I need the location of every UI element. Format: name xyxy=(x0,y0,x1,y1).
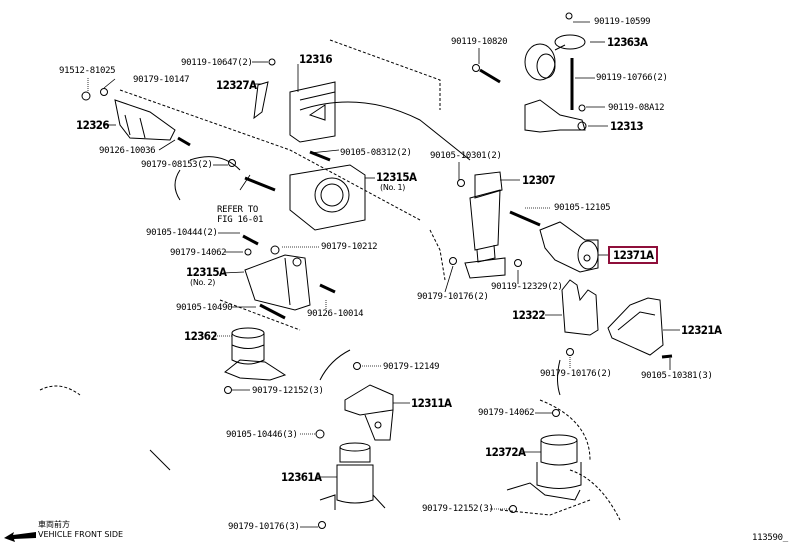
engine-outline xyxy=(39,39,621,521)
part-12307-drawing xyxy=(449,171,506,279)
leader-lines xyxy=(87,21,680,528)
part-label-12315A-no2[interactable]: 12315A xyxy=(186,265,227,279)
part-label-12326[interactable]: 12326 xyxy=(76,118,110,132)
refer-note-line1: REFER TO xyxy=(217,205,258,215)
part-label-12315A-no1[interactable]: 12315A xyxy=(376,170,417,184)
part-label-12313[interactable]: 12313 xyxy=(610,119,644,133)
part-label-12307[interactable]: 12307 xyxy=(522,173,556,187)
part-12311A-drawing xyxy=(315,362,394,441)
fastener-label[interactable]: 90179-10176(2) xyxy=(540,369,612,379)
part-12372A-drawing xyxy=(506,409,582,513)
part-label-12372A[interactable]: 12372A xyxy=(485,445,526,459)
fastener-label[interactable]: 90179-12149 xyxy=(383,362,440,372)
refer-note-line2: FIG 16-01 xyxy=(217,215,264,225)
fastener-label[interactable]: 90105-10381(3) xyxy=(641,371,713,381)
fastener-label[interactable]: 90179-10176(3) xyxy=(228,522,300,532)
part-12321A-drawing xyxy=(607,297,673,359)
part-12313-drawing xyxy=(524,99,587,133)
part-label-12311A[interactable]: 12311A xyxy=(411,396,452,410)
fastener-label[interactable]: 90126-10036 xyxy=(99,146,156,156)
part-label-12316[interactable]: 12316 xyxy=(299,52,333,66)
fastener-label[interactable]: 91512-81025 xyxy=(59,66,116,76)
vehicle-front-native-label: 車両前方 xyxy=(38,520,70,529)
part-12322-drawing xyxy=(561,279,599,356)
part-label-12321A[interactable]: 12321A xyxy=(681,323,722,337)
fastener-label[interactable]: 90179-14062 xyxy=(170,248,227,258)
part-sub-label-no1: (No. 1) xyxy=(380,183,406,192)
part-label-12363A[interactable]: 12363A xyxy=(607,35,648,49)
part-sub-label-no2: (No. 2) xyxy=(190,278,216,287)
fastener-label[interactable]: 90126-10014 xyxy=(307,309,364,319)
arrow-left-icon xyxy=(4,532,36,542)
fastener-label[interactable]: 90179-08153(2) xyxy=(141,160,213,170)
fastener-label[interactable]: 90179-12152(3) xyxy=(422,504,494,514)
fastener-label[interactable]: 90179-10212 xyxy=(321,242,378,252)
part-12363A-drawing xyxy=(472,12,586,110)
part-12316-drawing xyxy=(253,58,336,143)
part-12326-drawing xyxy=(81,88,191,147)
part-label-12371A-highlighted[interactable]: 12371A xyxy=(608,246,659,264)
fastener-label[interactable]: 90119-08A12 xyxy=(608,103,665,113)
fastener-label[interactable]: 90119-10599 xyxy=(594,17,651,27)
vehicle-front-label: VEHICLE FRONT SIDE xyxy=(38,530,124,539)
part-12361A-drawing xyxy=(318,442,386,529)
fastener-label[interactable]: 90179-10147 xyxy=(133,75,190,85)
figure-id: 113590_ xyxy=(752,533,788,543)
fastener-label[interactable]: 90105-08312(2) xyxy=(340,148,412,158)
engine-contour xyxy=(149,101,561,471)
fastener-label[interactable]: 90179-12152(3) xyxy=(252,386,324,396)
fastener-label[interactable]: 90119-10766(2) xyxy=(596,73,668,83)
part-label-12361A[interactable]: 12361A xyxy=(281,470,322,484)
fastener-label[interactable]: 90119-12329(2) xyxy=(491,282,563,292)
fastener-label[interactable]: 90105-12105 xyxy=(554,203,611,213)
part-12371A-drawing xyxy=(509,210,599,273)
fastener-label[interactable]: 90105-10301(2) xyxy=(430,151,502,161)
fastener-label[interactable]: 90105-10490 xyxy=(176,303,233,313)
part-12315A-no2-drawing xyxy=(242,234,336,320)
fastener-label[interactable]: 90105-10446(3) xyxy=(226,430,298,440)
part-12315A-no1-drawing xyxy=(228,150,366,231)
part-label-12327A[interactable]: 12327A xyxy=(216,78,257,92)
fastener-label[interactable]: 90119-10647(2) xyxy=(181,58,253,68)
fastener-label[interactable]: 90105-10444(2) xyxy=(146,228,218,238)
fastener-label[interactable]: 90119-10820 xyxy=(451,37,508,47)
part-label-12362[interactable]: 12362 xyxy=(184,329,218,343)
fastener-label[interactable]: 90179-10176(2) xyxy=(417,292,489,302)
part-12362-drawing xyxy=(224,327,287,394)
part-label-12322[interactable]: 12322 xyxy=(512,308,546,322)
fastener-label[interactable]: 90179-14062 xyxy=(478,408,535,418)
